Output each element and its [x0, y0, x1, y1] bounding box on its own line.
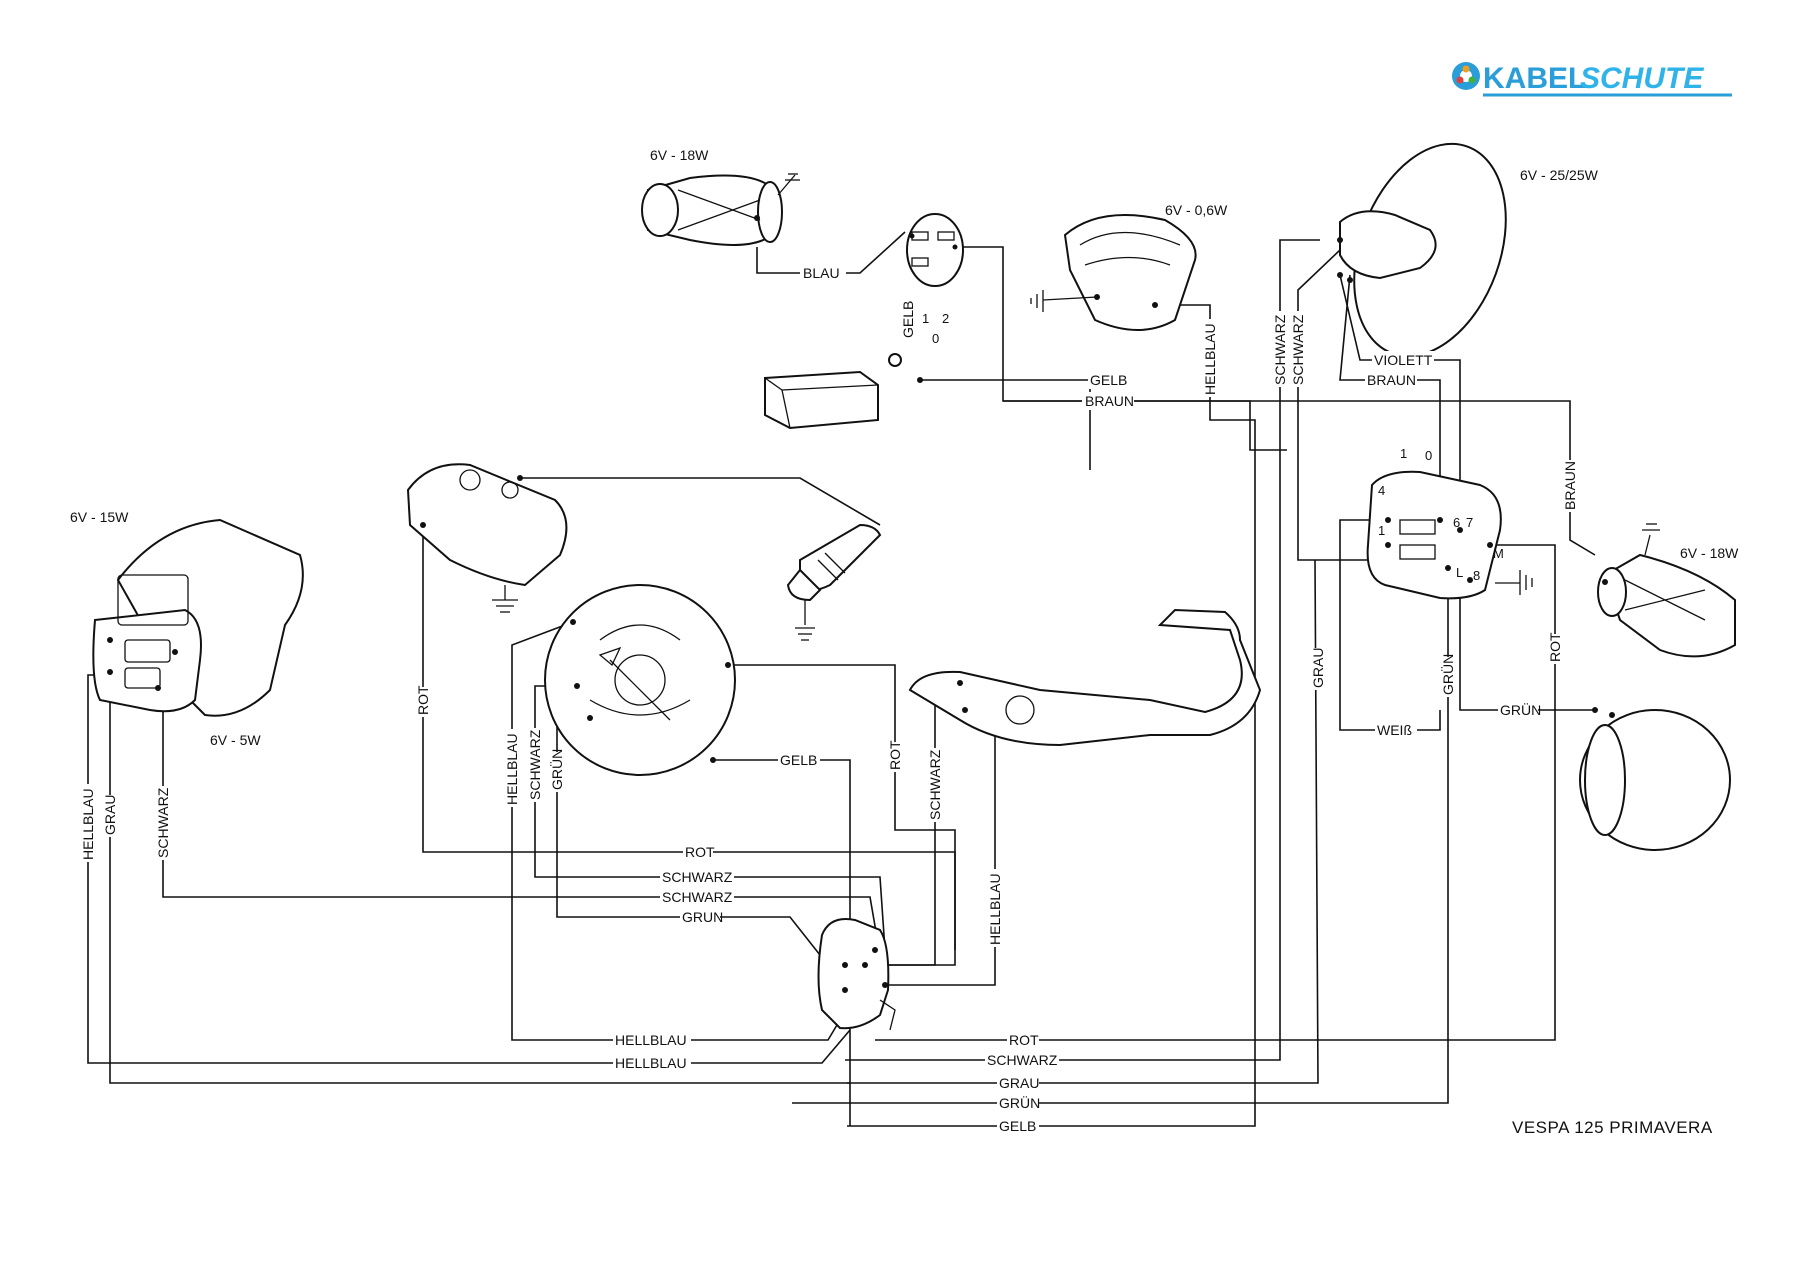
wire-label-gruen-mag: GRÜN [548, 749, 565, 790]
wire-label-bus-schwarz3: SCHWARZ [987, 1052, 1058, 1068]
wire-label-weiss: WEIß [1377, 722, 1412, 738]
central-connector [817, 918, 896, 1031]
terminal-L: L [1456, 565, 1463, 580]
wire-label-bus-rot2: ROT [1009, 1032, 1039, 1048]
wire-label-schwarz-mag: SCHWARZ [527, 729, 543, 800]
switch-pos-0: 0 [932, 331, 939, 346]
wire-label-grau-tail: GRAU [102, 795, 118, 835]
tail-light [92, 518, 304, 717]
brake-switch [908, 608, 1262, 747]
terminal-8: 8 [1473, 568, 1480, 583]
wire-label-gelb-mag: GELB [780, 752, 817, 768]
switch-pos-2: 2 [942, 311, 949, 326]
rating-front-indicator: 6V - 18W [650, 147, 709, 163]
wire-label-bus-hellblau2: HELLBLAU [615, 1055, 687, 1071]
brand-name-part1: KABEL [1483, 62, 1586, 95]
wire-label-hellblau-left: HELLBLAU [504, 733, 520, 805]
wire-label-rot-right: ROT [1547, 632, 1563, 662]
wire-label-rot-left: ROT [415, 685, 431, 715]
spark-plug [786, 523, 882, 641]
wire-label-braun-head: BRAUN [1367, 372, 1416, 388]
wire-label-schwarz-tail: SCHWARZ [155, 787, 171, 858]
terminal-0: 0 [1425, 448, 1432, 463]
rating-brake-light: 6V - 5W [210, 732, 261, 748]
wire-label-bus-schwarz2: SCHWARZ [662, 889, 733, 905]
terminal-M: M [1493, 546, 1504, 561]
terminal-1: 1 [1378, 523, 1385, 538]
speedometer [1030, 214, 1197, 331]
rating-headlight: 6V - 25/25W [1520, 167, 1599, 183]
wire-label-hellblau-tail: HELLBLAU [80, 788, 96, 860]
wire-label-rot-mag: ROT [887, 740, 903, 770]
wire-label-schwarz-h2: SCHWARZ [1290, 314, 1306, 385]
magneto-stator [544, 584, 736, 776]
brand-logo: KABEL SCHUTE [1452, 62, 1732, 97]
wire-label-gruen-horn: GRÜN [1500, 701, 1541, 718]
ignition-coil [406, 463, 568, 613]
wire-label-bus-gruen2: GRÜN [999, 1094, 1040, 1111]
wire-label-grau-right: GRAU [1310, 648, 1326, 688]
wire-label-bus-gelb: GELB [999, 1118, 1036, 1134]
wire-label-blau: BLAU [803, 265, 840, 281]
horn-box [764, 353, 923, 430]
wire-label-bus-hellblau1: HELLBLAU [615, 1032, 687, 1048]
wire-label-schwarz-brake: SCHWARZ [927, 749, 943, 820]
wire-label-gelb-switch: GELB [900, 301, 916, 338]
rating-speedometer: 6V - 0,6W [1165, 202, 1228, 218]
wire-label-schwarz-h1: SCHWARZ [1272, 314, 1288, 385]
horn [1579, 707, 1731, 851]
rating-indicator-right: 6V - 18W [1680, 545, 1739, 561]
wire-labels: BLAU GELB BRAUN VIOLETT BRAUN GRÜN WEIß … [79, 264, 1579, 1135]
wire-label-gruen-right: GRÜN [1439, 654, 1456, 695]
indicator-right [1597, 523, 1736, 658]
front-indicator-left [641, 173, 800, 246]
wire-label-hellblau-speedo: HELLBLAU [1202, 323, 1218, 395]
wire-label-hellblau-brake: HELLBLAU [987, 873, 1003, 945]
switch-pos-1: 1 [922, 311, 929, 326]
junction-block [1366, 470, 1533, 600]
wire-label-bus-grau: GRAU [999, 1075, 1039, 1091]
wire-label-violett: VIOLETT [1374, 352, 1433, 368]
wire-label-bus-gruen: GRUN [682, 909, 723, 925]
model-title: VESPA 125 PRIMAVERA [1512, 1118, 1713, 1137]
terminal-6: 6 [1453, 515, 1460, 530]
brand-name-part2: SCHUTE [1580, 62, 1704, 95]
terminal-7: 7 [1466, 515, 1473, 530]
terminal-1-top: 1 [1400, 446, 1407, 461]
wire-label-braun-right: BRAUN [1562, 461, 1578, 510]
headlight [1337, 142, 1507, 358]
wire-label-gelb-top: GELB [1090, 372, 1127, 388]
wire-label-braun-top: BRAUN [1085, 393, 1134, 409]
terminal-4: 4 [1378, 483, 1385, 498]
indicator-switch[interactable] [906, 213, 964, 287]
rating-tail-light: 6V - 15W [70, 509, 129, 525]
wire-label-bus-rot: ROT [685, 844, 715, 860]
wire-label-bus-schwarz1: SCHWARZ [662, 869, 733, 885]
